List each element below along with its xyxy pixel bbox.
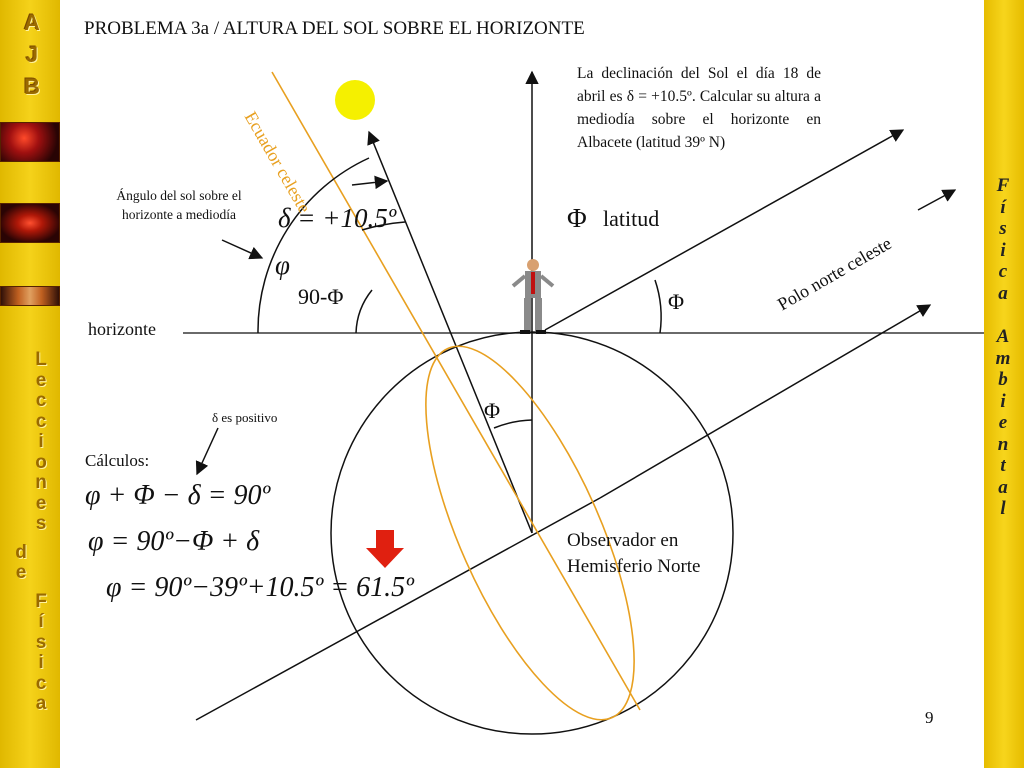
thumbnail-image-1	[0, 122, 60, 162]
right-brand-bar	[984, 0, 1024, 768]
left-vertical-char: c	[35, 410, 47, 432]
logo-letter-a: A	[24, 10, 40, 35]
right-vertical-char: A	[996, 326, 1010, 347]
thumbnail-image-3	[0, 286, 60, 306]
delta-equation: δ = +10.5º	[278, 203, 397, 233]
formula-3: φ = 90º−39º+10.5º = 61.5º	[106, 572, 414, 603]
left-vertical-char: o	[35, 451, 47, 473]
phi-latitud-word: latitud	[603, 206, 660, 231]
left-vertical-char: c	[35, 390, 47, 411]
sun-circle	[335, 80, 375, 120]
polo-label-leader	[917, 189, 957, 211]
ecuador-arrow	[351, 175, 389, 190]
right-vertical-char: F	[996, 175, 1010, 196]
right-vertical-char: e	[998, 412, 1008, 433]
delta-angle-arc	[361, 221, 406, 231]
problem-statement: La declinación del Sol el día 18 de abri…	[577, 65, 821, 151]
right-vertical-char: m	[995, 347, 1011, 369]
left-vertical-char: s	[35, 631, 47, 653]
left-vertical-char: e	[35, 492, 47, 514]
right-vertical-char: a	[998, 476, 1008, 498]
left-vertical-char: e	[35, 369, 47, 391]
observer-person-icon	[511, 259, 555, 334]
slide-title: PROBLEMA 3a / ALTURA DEL SOL SOBRE EL HO…	[84, 18, 585, 39]
calculos-label: Cálculos:	[85, 451, 150, 470]
observador-line-2: Hemisferio Norte	[567, 556, 701, 577]
sun-ray-line	[367, 130, 533, 534]
observador-line-1: Observador en	[567, 530, 679, 551]
right-vertical-char: n	[997, 433, 1009, 455]
left-vertical-char: L	[35, 349, 47, 370]
formula-1: φ + Φ − δ = 90º	[85, 480, 271, 511]
phi-right-arc	[654, 279, 662, 334]
phi-center-arc	[493, 419, 533, 429]
phi-right-label: Φ	[668, 289, 685, 314]
angle-note-label: Ángulo del sol sobre el horizonte a medi…	[116, 188, 242, 222]
logo-letter-b: B	[24, 74, 40, 99]
left-vertical-char: í	[38, 611, 44, 632]
left-vertical-char: s	[35, 513, 47, 534]
right-vertical-char: i	[1000, 390, 1006, 412]
left-vertical-char: e	[15, 562, 27, 583]
right-vertical-char: l	[1000, 498, 1006, 519]
axis-line-upper	[599, 304, 932, 499]
delta-positive-arrow	[195, 427, 219, 476]
left-vertical-char: i	[38, 652, 44, 673]
celestial-equator-line	[271, 71, 641, 711]
ninety-minus-phi-arc	[355, 289, 373, 334]
varphi-angle-arc	[257, 157, 370, 334]
ninety-minus-phi-label: 90-Φ	[298, 284, 344, 309]
pole-line-observer	[544, 129, 905, 331]
logo-letter-j: J	[25, 42, 39, 67]
horizonte-label: horizonte	[88, 319, 156, 339]
right-vertical-char: s	[999, 218, 1007, 239]
right-vertical-char: a	[998, 282, 1008, 304]
page-number: 9	[925, 708, 934, 727]
phi-center-label: Φ	[484, 398, 501, 423]
axis-line-lower	[195, 497, 601, 721]
right-vertical-char: t	[1000, 455, 1006, 476]
left-vertical-char: d	[15, 541, 27, 563]
left-vertical-char: a	[35, 693, 47, 714]
red-down-arrow-icon	[366, 530, 404, 568]
phi-latitud-symbol: Φ	[567, 203, 587, 233]
formula-2: φ = 90º−Φ + δ	[88, 526, 260, 557]
delta-positive-label: δ es positivo	[212, 410, 278, 425]
angle-note-arrow	[221, 239, 264, 260]
right-vertical-char: c	[998, 261, 1008, 282]
right-vertical-char: i	[1000, 239, 1006, 261]
thumbnail-image-2	[0, 203, 60, 243]
right-vertical-char: b	[998, 369, 1008, 390]
left-vertical-char: n	[35, 472, 47, 493]
varphi-label: φ	[275, 250, 290, 280]
left-vertical-char: i	[38, 431, 44, 452]
equator-ellipse	[425, 345, 635, 721]
right-vertical-char: í	[1000, 196, 1006, 218]
left-vertical-char: c	[35, 672, 47, 694]
left-vertical-char: F	[35, 590, 47, 612]
